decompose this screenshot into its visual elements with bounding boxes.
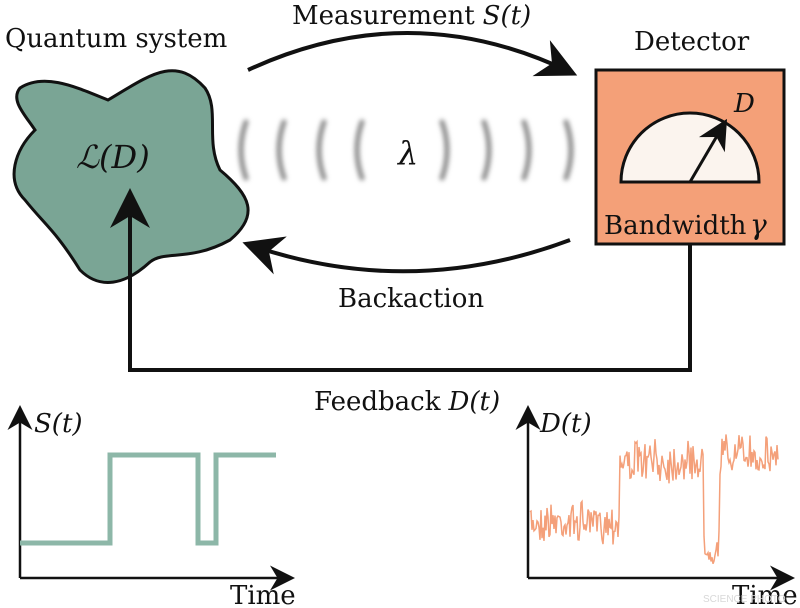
plot-d: D(t) Time bbox=[515, 405, 798, 608]
detector-label: Detector bbox=[634, 27, 750, 57]
watermark: SCIENCE PHOTO bbox=[703, 594, 786, 605]
backaction-label: Backaction bbox=[338, 284, 484, 314]
plot-d-xlabel: Time bbox=[732, 581, 798, 608]
measurement-label: Measurement S(t) bbox=[292, 1, 531, 31]
feedback-loop-line bbox=[110, 188, 692, 372]
gamma-label: γ bbox=[750, 208, 767, 241]
plot-d-signal bbox=[529, 434, 779, 565]
plot-s: S(t) Time bbox=[7, 405, 296, 608]
lambda-label: λ bbox=[396, 134, 418, 172]
feedback-math: D(t) bbox=[448, 387, 501, 417]
quantum-system-blob bbox=[12, 69, 250, 284]
measurement-arrow bbox=[247, 31, 578, 77]
plot-s-signal bbox=[20, 452, 276, 546]
plot-d-ylabel: D(t) bbox=[539, 409, 592, 439]
coherent-field-arcs-icon bbox=[238, 119, 574, 181]
dial-label: D bbox=[733, 89, 755, 119]
meter-dial-icon bbox=[619, 111, 761, 184]
measurement-word: Measurement bbox=[292, 1, 475, 31]
bandwidth-label: Bandwidth bbox=[604, 211, 747, 241]
backaction-arrow bbox=[242, 236, 571, 275]
lindblad-label: ℒ(D) bbox=[76, 138, 150, 176]
feedback-word: Feedback bbox=[314, 387, 441, 417]
plot-s-ylabel: S(t) bbox=[34, 409, 83, 439]
plot-s-xlabel: Time bbox=[230, 581, 296, 608]
quantum-system-label: Quantum system bbox=[5, 24, 227, 54]
measurement-math: S(t) bbox=[483, 1, 532, 31]
